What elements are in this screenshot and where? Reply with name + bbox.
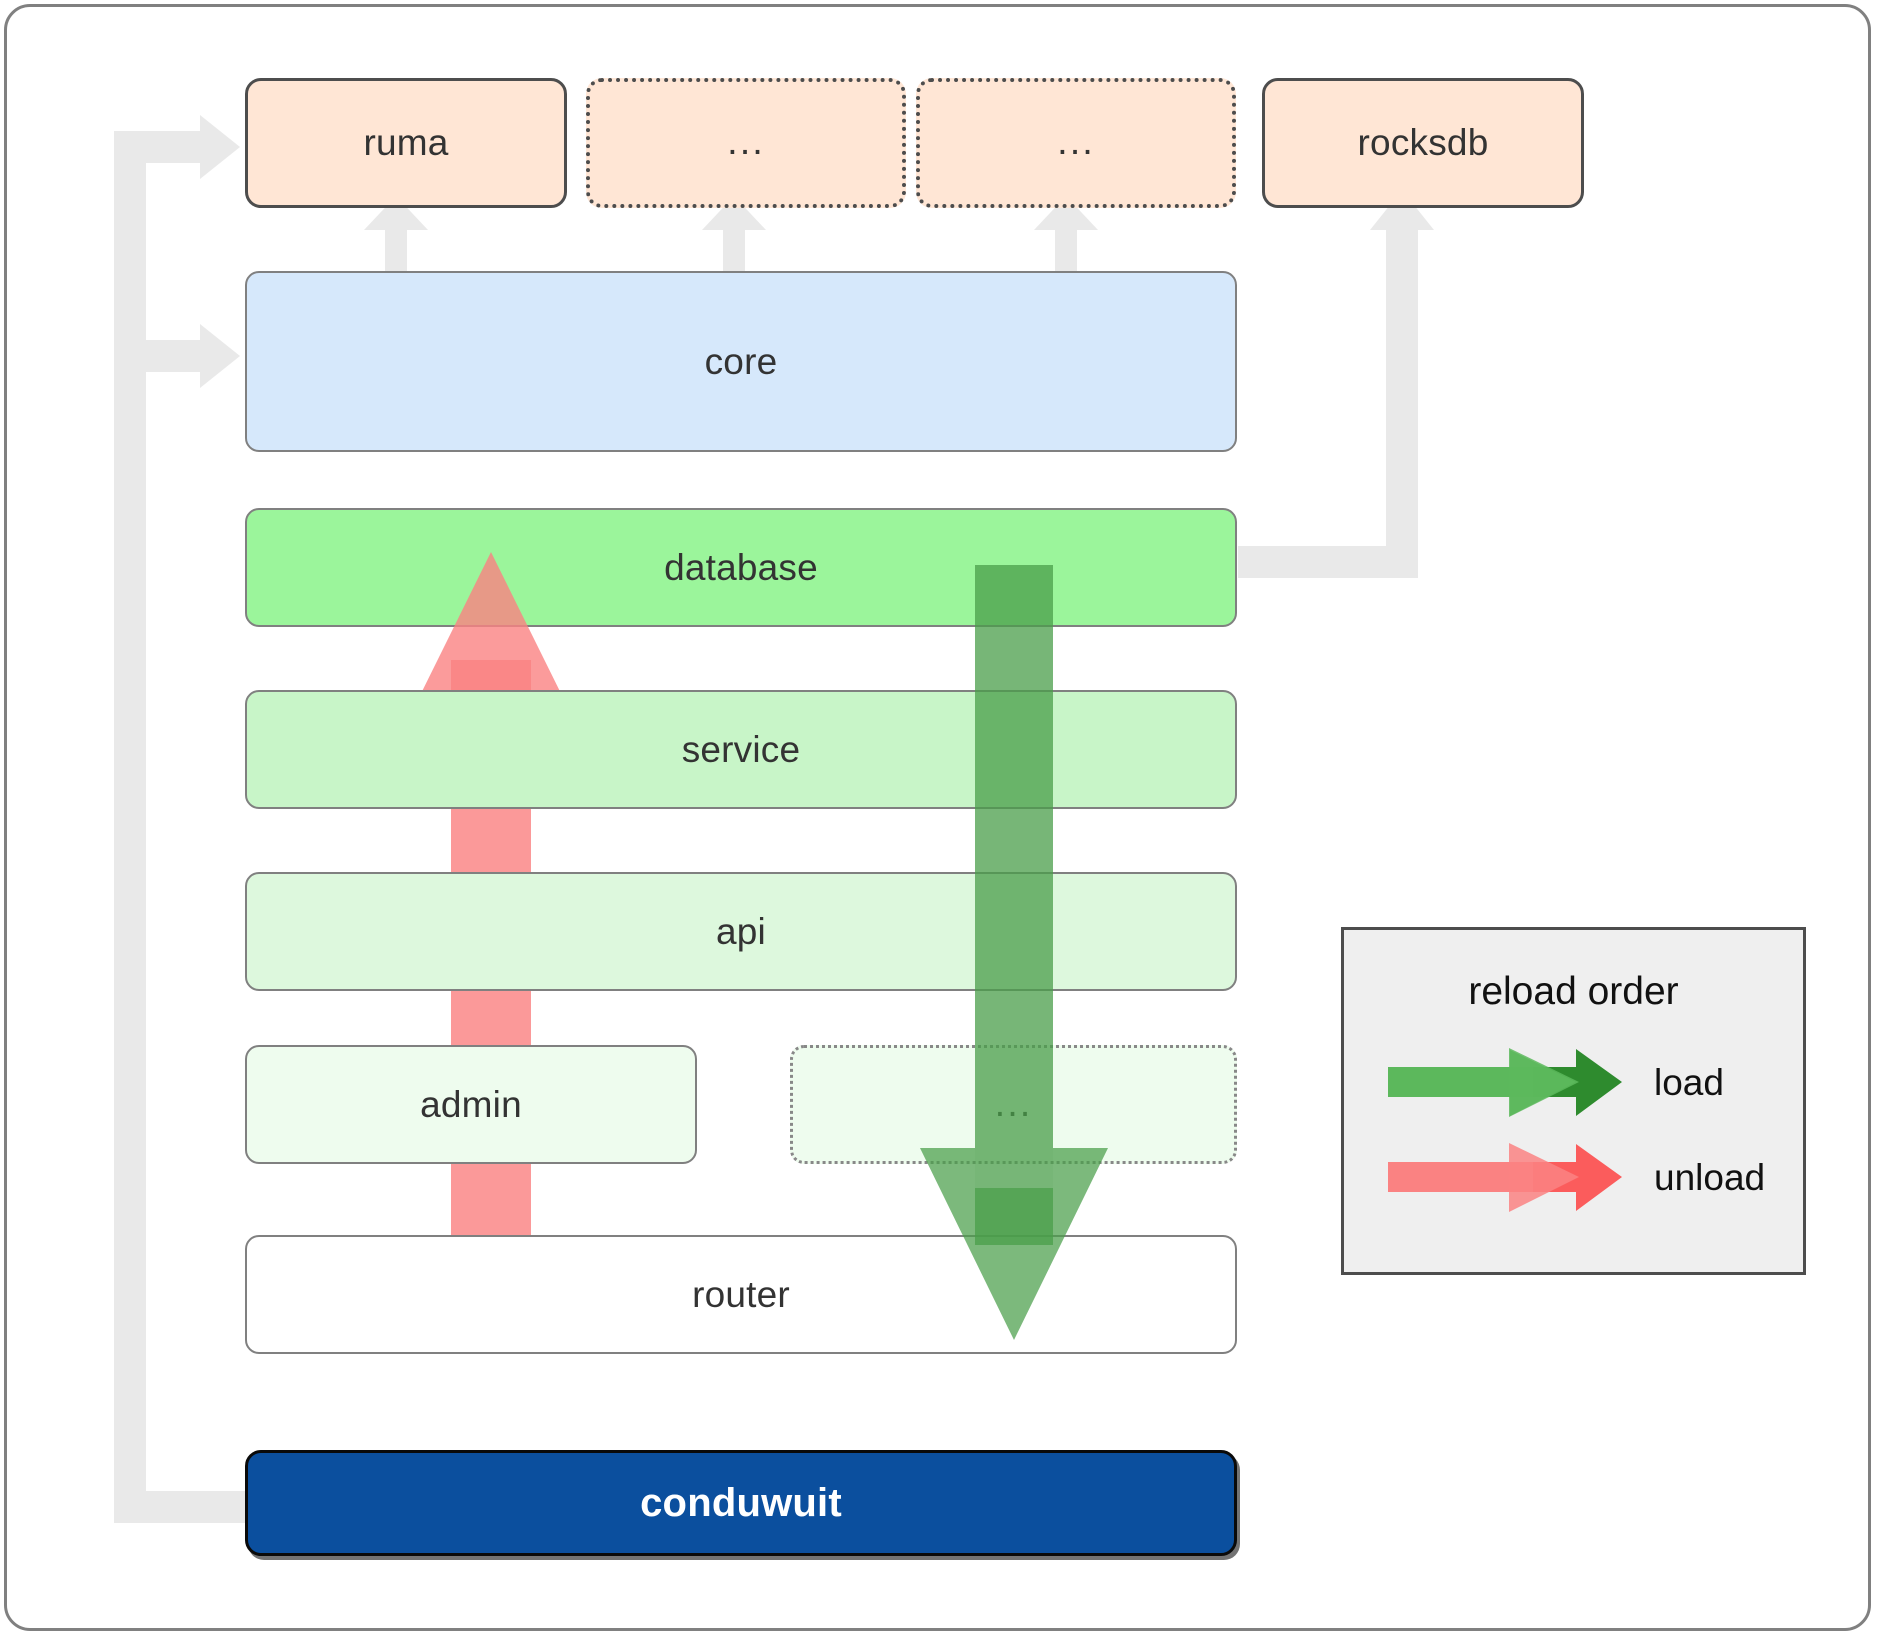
legend-swatch-unload — [1388, 1143, 1622, 1212]
layer-node-admin-label: admin — [420, 1083, 522, 1125]
layer-node-core-label: core — [704, 340, 778, 382]
edge-to-core-horizontal — [114, 340, 200, 372]
legend-label-unload: unload — [1654, 1157, 1766, 1198]
edge-database-to-rocksdb-vertical — [1386, 228, 1418, 578]
edge-core-to-ruma-stem — [385, 228, 407, 274]
edge-to-ruma-horizontal — [114, 131, 200, 163]
dependency-node-rocksdb[interactable]: rocksdb — [1262, 78, 1584, 208]
edge-to-core-arrowhead — [200, 324, 240, 388]
layer-node-api-label: api — [716, 910, 766, 952]
layer-node-admin[interactable]: admin — [245, 1045, 697, 1164]
legend-swatches — [1388, 1048, 1622, 1212]
root-node-conduwuit[interactable]: conduwuit — [245, 1450, 1237, 1556]
layer-node-router[interactable]: router — [245, 1235, 1237, 1354]
dependency-node-ellipsis-2[interactable]: ... — [916, 78, 1236, 208]
dependency-node-ellipsis-1[interactable]: ... — [586, 78, 906, 208]
legend-label-load: load — [1654, 1062, 1724, 1103]
edge-core-to-dep2-stem — [723, 228, 745, 274]
root-node-conduwuit-label: conduwuit — [640, 1480, 842, 1525]
edge-to-ruma-arrowhead — [200, 115, 240, 179]
dependency-node-ruma-label: ruma — [363, 122, 449, 163]
edge-conduwuit-spine-bottom — [114, 1491, 246, 1523]
layer-node-core[interactable]: core — [245, 271, 1237, 452]
legend-panel: reload order load unload — [1341, 927, 1806, 1275]
dependency-node-rocksdb-label: rocksdb — [1357, 122, 1489, 163]
edge-core-to-dep3-stem — [1055, 228, 1077, 274]
layer-node-service[interactable]: service — [245, 690, 1237, 809]
layer-node-database-label: database — [664, 546, 818, 588]
layer-node-database[interactable]: database — [245, 508, 1237, 627]
layer-node-router-label: router — [692, 1273, 790, 1315]
legend-title: reload order — [1468, 970, 1679, 1013]
dependency-node-ruma[interactable]: ruma — [245, 78, 567, 208]
layer-node-api[interactable]: api — [245, 872, 1237, 991]
layer-node-service-label: service — [681, 728, 801, 770]
legend-swatch-load — [1388, 1048, 1622, 1117]
